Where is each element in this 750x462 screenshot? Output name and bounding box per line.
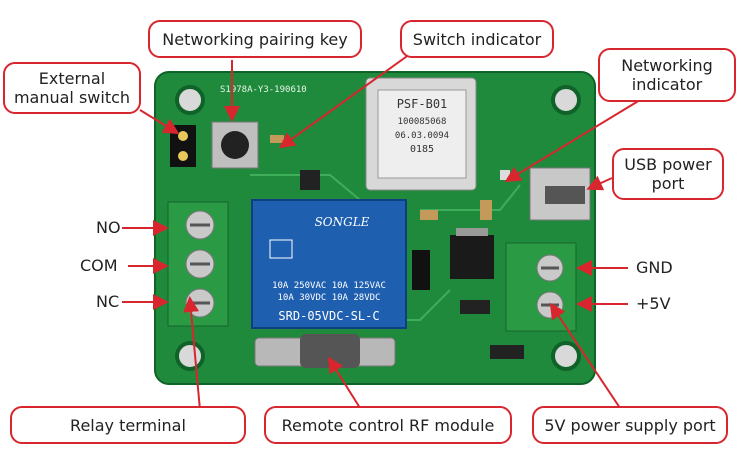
callout-remote-control-rf-module: Remote control RF module xyxy=(264,406,512,444)
wifi-module: PSF-B01 100085068 06.03.0094 0185 xyxy=(365,77,477,191)
silkscreen-text: S1978A-Y3-190610 xyxy=(220,85,307,95)
relay-rating-1: 10A 250VAC 10A 125VAC xyxy=(272,281,386,291)
pairing-key-button xyxy=(211,121,259,169)
relay-terminal-block xyxy=(167,201,229,327)
wifi-module-line-4: 0185 xyxy=(410,144,434,155)
rf-module xyxy=(254,334,396,368)
label-nc: NC xyxy=(96,292,120,311)
wifi-module-line-1: PSF-B01 xyxy=(397,97,448,111)
relay: SONGLE 10A 250VAC 10A 125VAC 10A 30VDC 1… xyxy=(251,199,407,329)
callout-usb-power-port: USB power port xyxy=(612,148,724,200)
wifi-module-line-3: 06.03.0094 xyxy=(395,131,449,141)
label-com: COM xyxy=(80,256,118,275)
callout-switch-indicator: Switch indicator xyxy=(400,20,554,58)
callout-leaders xyxy=(122,53,641,411)
callout-external-manual-switch: External manual switch xyxy=(3,62,141,114)
callout-relay-terminal: Relay terminal xyxy=(10,406,246,444)
callout-networking-indicator: Networking indicator xyxy=(598,48,736,102)
voltage-regulator xyxy=(450,228,494,279)
label-no: NO xyxy=(96,218,121,237)
callout-5v-power-supply-port: 5V power supply port xyxy=(532,406,728,444)
relay-rating-2: 10A 30VDC 10A 28VDC xyxy=(278,293,381,303)
power-terminal-block xyxy=(505,242,577,332)
usb-port xyxy=(529,167,591,221)
wifi-module-line-2: 100085068 xyxy=(398,117,447,127)
callout-networking-pairing-key: Networking pairing key xyxy=(148,20,362,58)
label-gnd: GND xyxy=(636,258,673,277)
relay-model: SRD-05VDC-SL-C xyxy=(278,309,379,323)
relay-brand: SONGLE xyxy=(315,215,370,229)
label-5v: +5V xyxy=(636,294,671,313)
